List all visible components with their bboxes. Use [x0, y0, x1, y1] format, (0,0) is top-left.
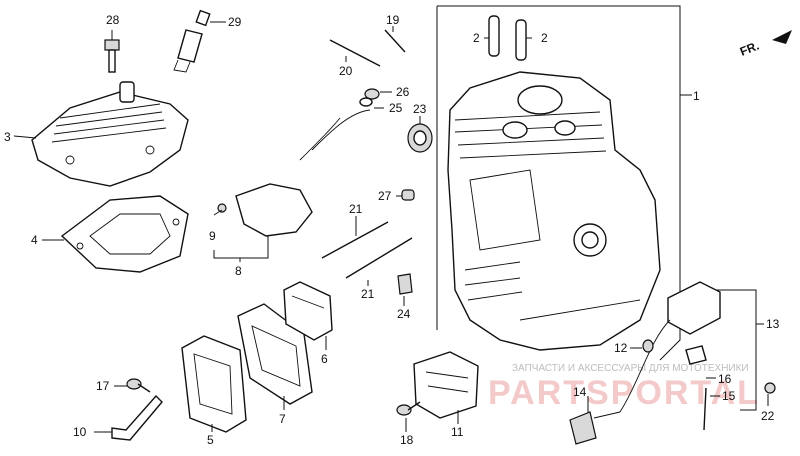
- coil-mounting-bracket: [217, 109, 371, 237]
- cylinder-head: [31, 81, 189, 187]
- part-label-23: 23: [413, 102, 427, 116]
- grommet-12: [642, 339, 654, 353]
- part-label-8: 8: [235, 264, 242, 278]
- breather-cover: [181, 335, 247, 433]
- part-label-17: 17: [96, 379, 110, 393]
- washer-25: [359, 97, 373, 107]
- breather-valve: [283, 281, 333, 341]
- part-label-21-lower: 21: [361, 287, 375, 301]
- part-label-9: 9: [209, 229, 216, 243]
- plug-27: [401, 189, 415, 201]
- watermark-caption: ЗАПЧАСТИ И АКСЕССУАРЫ ДЛЯ МОТОТЕХНИКИ: [512, 363, 749, 374]
- part-label-14: 14: [573, 385, 587, 399]
- dowel-pin-left: [488, 15, 500, 57]
- head-gasket: [60, 195, 189, 273]
- part-label-22: 22: [761, 409, 775, 423]
- part-label-29: 29: [228, 15, 242, 29]
- part-label-2-right: 2: [541, 31, 548, 45]
- part-label-4: 4: [31, 233, 38, 247]
- part-label-2-left: 2: [473, 31, 480, 45]
- part-label-6: 6: [321, 352, 328, 366]
- part-label-12: 12: [614, 341, 628, 355]
- bracket-13: [700, 289, 757, 411]
- part-label-5: 5: [207, 433, 214, 447]
- stud-21-lower: [345, 237, 413, 279]
- part-label-18: 18: [400, 433, 414, 447]
- part-label-13: 13: [766, 317, 780, 331]
- part-label-3: 3: [4, 130, 11, 144]
- front-label: FR.: [738, 39, 761, 59]
- stud-21-upper: [321, 221, 389, 259]
- part-label-19: 19: [386, 13, 400, 27]
- bracket-8: [213, 236, 269, 259]
- leader-3: [13, 135, 37, 139]
- part-label-20: 20: [339, 64, 353, 78]
- clip-16: [685, 345, 707, 365]
- part-label-7: 7: [279, 412, 286, 426]
- part-label-11: 11: [451, 425, 464, 439]
- spark-plug: [173, 9, 211, 73]
- crankcase: [447, 71, 661, 351]
- crankcase-bracket: [437, 5, 681, 361]
- oil-alert-unit: [619, 281, 721, 413]
- watermark-logo: PARTSPORTAL: [488, 374, 760, 412]
- nut-26: [364, 88, 380, 100]
- side-cover-11: [413, 351, 479, 419]
- part-label-25: 25: [389, 101, 403, 115]
- part-label-1: 1: [693, 89, 700, 103]
- part-label-16: 16: [718, 372, 732, 386]
- head-bolt: [104, 39, 120, 73]
- part-label-28: 28: [106, 13, 120, 27]
- part-label-21-upper: 21: [349, 202, 363, 216]
- part-label-15: 15: [722, 389, 736, 403]
- part-label-24: 24: [397, 307, 411, 321]
- wire-15: [703, 387, 707, 431]
- part-label-26: 26: [396, 85, 410, 99]
- bolt-17: [126, 378, 151, 393]
- breather-tube: [111, 394, 163, 441]
- nut-22: [764, 382, 776, 394]
- part-label-10: 10: [73, 425, 87, 439]
- arrow-head-icon: [772, 30, 792, 44]
- stud-20: [329, 39, 381, 67]
- oil-level-switch: [569, 411, 621, 445]
- part-label-27: 27: [378, 189, 392, 203]
- bolt-18: [396, 401, 421, 416]
- stud-19: [384, 29, 406, 53]
- leader-9: [213, 209, 223, 216]
- nut-24: [397, 273, 413, 295]
- dowel-pin-right: [515, 19, 527, 61]
- front-direction-arrow: FR.: [738, 30, 792, 59]
